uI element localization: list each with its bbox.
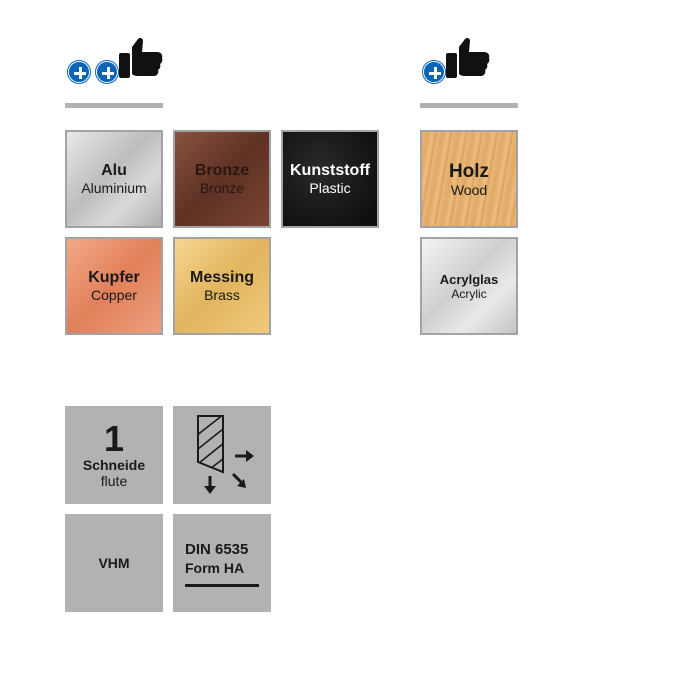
material-tile-wood: Holz Wood: [420, 130, 518, 228]
rating-metals: [66, 38, 166, 88]
material-subtitle: Plastic: [309, 180, 351, 196]
plus-circle-icon: [68, 61, 90, 83]
standard-line1: DIN 6535: [185, 540, 249, 558]
standard-line2: Form HA: [185, 559, 245, 576]
material-title: Messing: [189, 269, 254, 286]
divider-nonmetals: [420, 103, 518, 108]
standard-underline: [185, 583, 259, 587]
spec-tile-standard: DIN 6535 Form HA: [173, 514, 271, 612]
flute-label-de: Schneide: [82, 457, 146, 473]
material-tile-brass: Messing Brass: [173, 237, 271, 335]
spec-tile-material: VHM: [65, 514, 163, 612]
material-tile-plastic: Kunststoff Plastic: [281, 130, 379, 228]
material-subtitle: Acrylic: [451, 286, 487, 301]
material-subtitle: Brass: [204, 287, 240, 303]
material-title: Bronze: [194, 162, 250, 179]
flute-label-en: flute: [100, 473, 128, 489]
rating-nonmetals: [421, 38, 521, 88]
material-title: Kunststoff: [290, 162, 370, 179]
material-tile-bronze: Bronze Bronze: [173, 130, 271, 228]
divider-metals: [65, 103, 163, 108]
flute-count: 1: [103, 418, 125, 459]
drill-feed-direction-icon: [197, 415, 254, 494]
material-title: Holz: [448, 160, 490, 182]
material-tile-copper: Kupfer Copper: [65, 237, 163, 335]
material-subtitle: Wood: [450, 181, 488, 198]
material-title: Alu: [101, 162, 127, 179]
material-subtitle: Aluminium: [81, 180, 147, 196]
tool-material-label: VHM: [98, 555, 130, 571]
spec-tile-cut-direction: [173, 406, 271, 504]
thumbs-up-icon: [446, 38, 490, 78]
material-tile-aluminium: Alu Aluminium: [65, 130, 163, 228]
thumbs-up-icon: [119, 38, 163, 78]
plus-circle-icon: [96, 61, 118, 83]
spec-tile-flutes: 1 Schneide flute: [65, 406, 163, 504]
material-title: Acrylglas: [439, 271, 499, 287]
material-tile-acrylic: Acrylglas Acrylic: [420, 237, 518, 335]
material-subtitle: Copper: [91, 287, 137, 303]
material-subtitle: Bronze: [199, 180, 245, 196]
material-title: Kupfer: [88, 269, 140, 286]
plus-circle-icon: [423, 61, 445, 83]
